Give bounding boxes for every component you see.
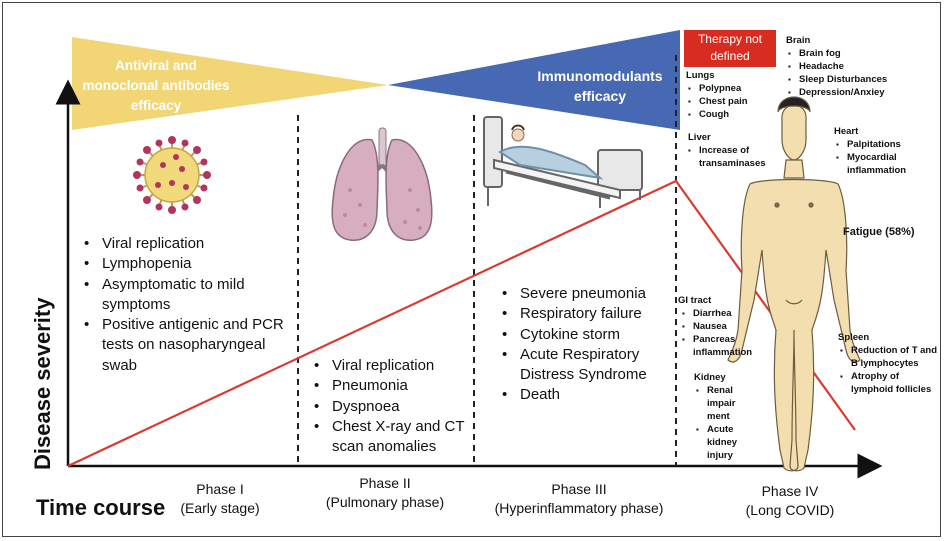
list-item: Viral replication — [310, 356, 475, 377]
organ-lungs: Lungs Polypnea Chest pain Cough — [686, 69, 776, 121]
phase-3-subtitle: (Hyperinflammatory phase) — [494, 500, 664, 516]
list-item: Brain fog — [788, 47, 926, 60]
list-item: Positive antigenic and PCR tests on naso… — [80, 315, 295, 376]
list-item: Chest X-ray and CT scan anomalies — [310, 417, 475, 458]
organ-title: Brain — [786, 35, 811, 46]
list-item: Depression/Anxiey — [788, 86, 926, 99]
organ-symptoms: Renal impair ment Acute kidney injury — [696, 384, 746, 462]
phase-4-subtitle: (Long COVID) — [745, 502, 835, 518]
organ-kidney: Kidney Renal impair ment Acute kidney in… — [694, 371, 746, 462]
organ-symptoms: Increase of transaminases — [688, 144, 778, 170]
fatigue-label: Fatigue (58%) — [843, 226, 915, 238]
list-item: Atrophy of lymphoid follicles — [840, 370, 938, 396]
list-item: Acute kidney injury — [696, 423, 746, 462]
organ-symptoms: Reduction of T and B lymphocytes Atrophy… — [840, 344, 938, 396]
list-item: Viral replication — [80, 234, 295, 255]
list-item: Renal impair ment — [696, 384, 746, 423]
virus-icon — [133, 136, 211, 214]
list-item: Dyspnoea — [310, 397, 475, 418]
phase-3-name: Phase III — [551, 481, 607, 497]
phase-2-label: Phase II (Pulmonary phase) — [310, 474, 460, 512]
list-item: Sleep Disturbances — [788, 73, 926, 86]
y-axis-label: Disease severity — [30, 297, 55, 470]
immunomodulant-efficacy-wedge — [388, 30, 680, 130]
phase-2-name: Phase II — [359, 475, 411, 491]
organ-brain: Brain Brain fog Headache Sleep Disturban… — [786, 34, 926, 99]
organ-symptoms: Palpitations Myocardial inflammation — [836, 138, 934, 177]
list-item: Lymphopenia — [80, 254, 295, 275]
list-item: Asymptomatic to mild symptoms — [80, 275, 295, 316]
list-item: Reduction of T and B lymphocytes — [840, 344, 938, 370]
list-item: Death — [498, 385, 670, 406]
list-item: Cough — [688, 108, 776, 121]
hospital-bed-icon — [483, 116, 643, 208]
list-item: Palpitations — [836, 138, 934, 151]
human-body-icon — [727, 96, 861, 472]
list-item: Cytokine storm — [498, 325, 670, 346]
list-item: Pneumonia — [310, 376, 475, 397]
organ-gi-tract: GI tract Diarrhea Nausea Pancreas inflam… — [678, 294, 758, 359]
phase-1-features: Viral replication Lymphopenia Asymptomat… — [80, 234, 295, 376]
immunomodulant-efficacy-label: Immunomodulants efficacy — [537, 68, 663, 104]
organ-liver: Liver Increase of transaminases — [688, 131, 778, 170]
list-item: Respiratory failure — [498, 304, 670, 325]
organ-symptoms: Brain fog Headache Sleep Disturbances De… — [788, 47, 926, 99]
list-item: Diarrhea — [682, 307, 758, 320]
organ-heart: Heart Palpitations Myocardial inflammati… — [834, 125, 934, 177]
phase-1-subtitle: (Early stage) — [180, 500, 260, 516]
phase-4-label: Phase IV (Long COVID) — [720, 482, 860, 520]
list-item: Headache — [788, 60, 926, 73]
therapy-not-defined-box: Therapy not defined — [684, 30, 776, 67]
organ-spleen: Spleen Reduction of T and B lymphocytes … — [838, 331, 938, 396]
phase-1-label: Phase I (Early stage) — [150, 480, 290, 518]
antiviral-efficacy-wedge — [72, 37, 388, 130]
list-item: Increase of transaminases — [688, 144, 778, 170]
list-item: Chest pain — [688, 95, 776, 108]
phase-1-name: Phase I — [196, 481, 244, 497]
x-axis-label: Time course — [36, 495, 166, 520]
organ-title: Lungs — [686, 70, 715, 81]
list-item: Nausea — [682, 320, 758, 333]
list-item: Myocardial inflammation — [836, 151, 934, 177]
list-item: Severe pneumonia — [498, 284, 670, 305]
organ-title: GI tract — [678, 295, 712, 306]
organ-title: Liver — [688, 132, 711, 143]
phase-2-subtitle: (Pulmonary phase) — [325, 494, 445, 510]
list-item: Polypnea — [688, 82, 776, 95]
list-item: Acute Respiratory Distress Syndrome — [498, 345, 670, 386]
phase-3-features: Severe pneumonia Respiratory failure Cyt… — [498, 284, 670, 406]
phase-3-label: Phase III (Hyperinflammatory phase) — [480, 480, 678, 518]
phase-2-features: Viral replication Pneumonia Dyspnoea Che… — [310, 356, 475, 457]
organ-title: Spleen — [838, 332, 870, 343]
organ-title: Kidney — [694, 372, 726, 383]
phase-4-name: Phase IV — [761, 483, 819, 499]
list-item: Pancreas inflammation — [682, 333, 758, 359]
antiviral-efficacy-label: Antiviral and monoclonal antibodies effi… — [82, 58, 230, 113]
lungs-icon — [331, 127, 433, 241]
organ-symptoms: Polypnea Chest pain Cough — [688, 82, 776, 121]
organ-symptoms: Diarrhea Nausea Pancreas inflammation — [682, 307, 758, 359]
organ-title: Heart — [834, 126, 859, 137]
